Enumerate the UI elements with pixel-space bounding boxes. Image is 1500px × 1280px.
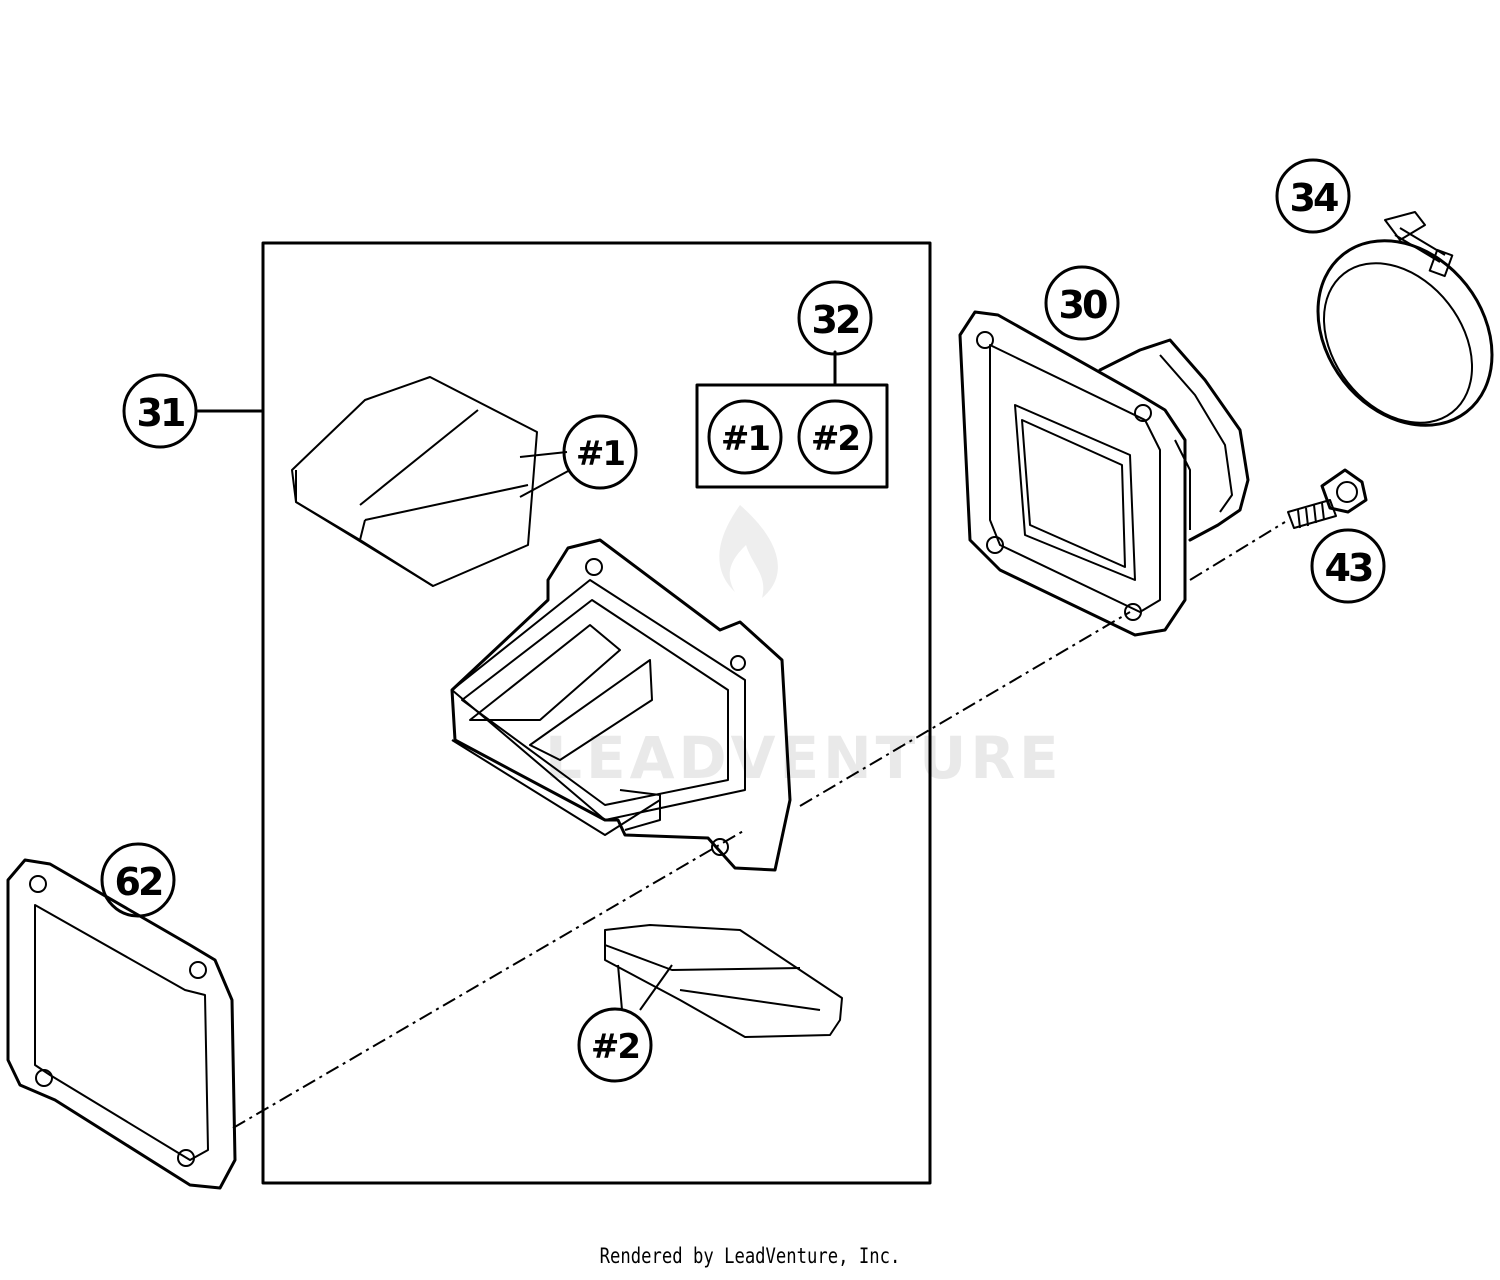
callout-hash1-reeds: #1 — [562, 414, 638, 490]
callout-hash1-kit: #1 — [707, 399, 783, 475]
svg-text:32: 32 — [812, 298, 859, 342]
callout-31: 31 — [122, 373, 198, 449]
svg-text:43: 43 — [1325, 546, 1372, 590]
screw-43 — [1287, 468, 1368, 529]
svg-text:62: 62 — [115, 860, 162, 904]
callout-30: 30 — [1044, 265, 1120, 341]
callout-32: 32 — [797, 280, 873, 356]
intake-manifold-30 — [958, 310, 1250, 637]
svg-text:31: 31 — [137, 391, 184, 435]
reed-cage — [450, 538, 792, 872]
reed-petals-upper — [291, 376, 571, 587]
watermark-text: LEADVENTURE — [545, 724, 1063, 792]
render-credit: Rendered by LeadVenture, Inc. — [599, 1244, 901, 1268]
svg-text:#2: #2 — [811, 419, 859, 459]
reed-block-kit-frame — [261, 241, 932, 1185]
gasket-62 — [6, 858, 237, 1190]
svg-text:#2: #2 — [591, 1027, 639, 1067]
callout-62: 62 — [100, 842, 176, 918]
callout-hash2-reeds: #2 — [577, 1007, 653, 1083]
callout-34: 34 — [1275, 158, 1351, 234]
assembly-axis-line — [232, 521, 1286, 1129]
callout-43: 43 — [1310, 528, 1386, 604]
callout-hash2-kit: #2 — [797, 399, 873, 475]
svg-text:#1: #1 — [721, 419, 769, 459]
svg-text:#1: #1 — [576, 434, 624, 474]
reed-kit-box — [695, 350, 889, 489]
svg-text:34: 34 — [1290, 176, 1338, 220]
hose-clamp-34 — [1316, 211, 1494, 427]
reed-petals-lower — [604, 924, 843, 1038]
watermark: LEADVENTURE — [545, 505, 1063, 792]
svg-text:30: 30 — [1059, 283, 1107, 327]
